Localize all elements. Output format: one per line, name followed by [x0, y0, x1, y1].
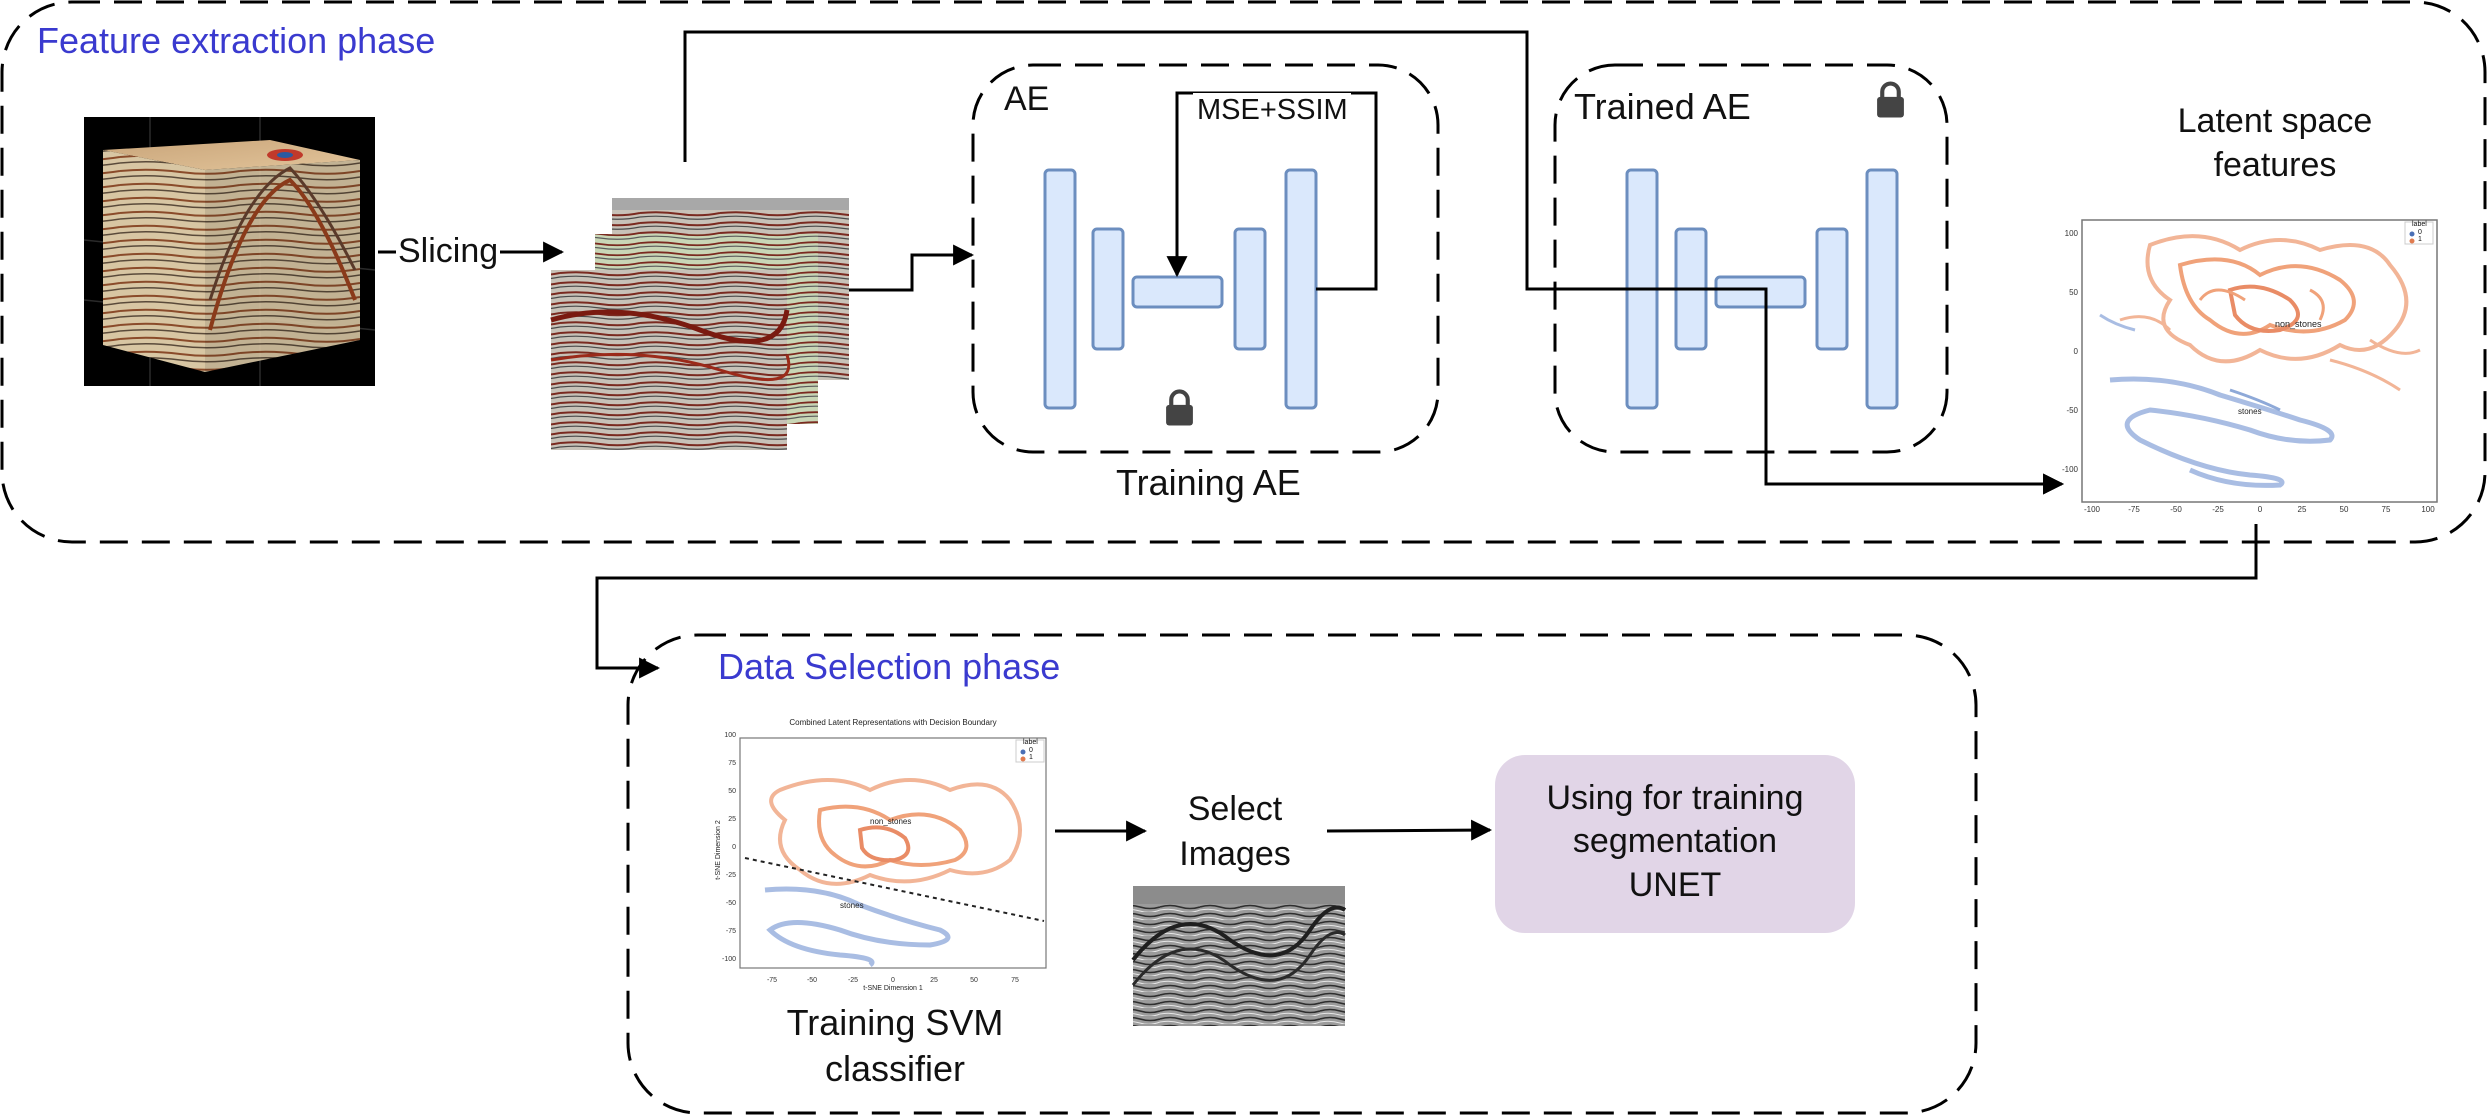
latent-y-tick: 100 — [2065, 229, 2079, 238]
svm-x-tick: -50 — [807, 977, 817, 984]
ae-label: AE — [1004, 80, 1050, 118]
select-images-label-line2: Images — [1179, 835, 1291, 873]
latent-x-tick: -25 — [2212, 505, 2224, 514]
svm-plot-xlabel: t-SNE Dimension 1 — [863, 985, 923, 992]
latent-x-tick: 75 — [2382, 505, 2391, 514]
latent-x-tick: -100 — [2084, 505, 2101, 514]
svm-cluster-label-stones: stones — [840, 901, 864, 910]
latent-legend-item: 1 — [2418, 236, 2422, 243]
unet-box — [1495, 755, 1855, 933]
ae-training-box — [971, 63, 1440, 454]
latent-legend-item: 0 — [2418, 229, 2422, 236]
unet-label-line3: UNET — [1628, 866, 1722, 904]
svm-y-tick: 0 — [732, 844, 736, 851]
slices-to-ae-arrow — [849, 244, 975, 292]
svm-plot: Combined Latent Representations with Dec… — [715, 718, 1048, 992]
svm-legend-title: label — [1023, 739, 1038, 746]
trained-ae-network — [1625, 168, 1899, 410]
loss-label: MSE+SSIM — [1197, 94, 1348, 126]
latent-x-tick: 0 — [2258, 505, 2263, 514]
svm-y-tick: 50 — [728, 788, 736, 795]
svm-y-tick: 75 — [728, 760, 736, 767]
svm-legend-item: 1 — [1029, 754, 1033, 761]
latent-x-tick: 100 — [2421, 505, 2435, 514]
ae-network — [1043, 168, 1318, 410]
svm-x-tick: 25 — [930, 977, 938, 984]
latent-y-tick: 50 — [2069, 288, 2078, 297]
trained-ae-label: Trained AE — [1574, 86, 1751, 127]
latent-cluster-label-stones: stones — [2238, 407, 2262, 416]
latent-space-label-line1: Latent space — [2177, 102, 2373, 140]
ae-lock-icon — [1166, 392, 1193, 426]
svm-x-tick: -25 — [848, 977, 858, 984]
latent-y-tick: -100 — [2062, 465, 2079, 474]
latent-legend-title: label — [2412, 221, 2427, 228]
svm-label-line1: Training SVM — [786, 1002, 1004, 1043]
latent-y-tick: 0 — [2074, 347, 2079, 356]
svm-label-line2: classifier — [824, 1048, 966, 1089]
svm-x-tick: 0 — [891, 977, 895, 984]
trained-ae-lock-icon — [1877, 84, 1904, 118]
latent-to-svm-connector — [595, 524, 2258, 679]
select-images-label-line1: Select — [1187, 790, 1283, 828]
svm-plot-title: Combined Latent Representations with Dec… — [789, 718, 996, 727]
slices-to-trained-ae-connector — [683, 30, 2065, 495]
latent-x-tick: -50 — [2170, 505, 2182, 514]
svm-y-tick: -50 — [726, 900, 736, 907]
svm-cluster-label-nonstones: non_stones — [870, 817, 911, 826]
latent-x-tick: 25 — [2298, 505, 2307, 514]
loss-feedback-arrow — [1166, 91, 1378, 291]
select-to-unet-arrow — [1326, 819, 1493, 841]
svm-y-tick: -100 — [722, 956, 736, 963]
svm-x-tick: -75 — [767, 977, 777, 984]
data-selection-phase-title: Data Selection phase — [718, 646, 1061, 687]
unet-label-line2: segmentation — [1572, 822, 1778, 860]
trained-ae-box — [1553, 63, 1949, 454]
seismic-selected-image — [1131, 886, 1347, 1026]
latent-x-tick: 50 — [2340, 505, 2349, 514]
latent-cluster-label-nonstones: non_stones — [2275, 319, 2322, 329]
training-ae-label: Training AE — [1116, 462, 1301, 503]
seismic-cube-image — [83, 117, 376, 386]
svm-x-tick: 75 — [1011, 977, 1019, 984]
svm-y-tick: 25 — [728, 816, 736, 823]
feature-extraction-phase-title: Feature extraction phase — [37, 20, 436, 61]
svm-legend-item: 0 — [1029, 747, 1033, 754]
svm-x-tick: 50 — [970, 977, 978, 984]
unet-label-line1: Using for training — [1546, 779, 1804, 817]
svm-y-tick: -25 — [726, 872, 736, 879]
slicing-label: Slicing — [398, 232, 499, 270]
svm-y-tick: -75 — [726, 928, 736, 935]
latent-space-plot: non_stones stones 100 50 0 -50 -100 -100… — [2062, 219, 2438, 514]
latent-y-tick: -50 — [2066, 406, 2078, 415]
seismic-slices-image — [550, 198, 849, 450]
latent-space-label-line2: features — [2213, 146, 2337, 184]
feature-extraction-phase-box — [0, 0, 2487, 544]
latent-x-tick: -75 — [2128, 505, 2140, 514]
svm-plot-ylabel: t-SNE Dimension 2 — [715, 820, 722, 880]
svm-y-tick: 100 — [724, 732, 736, 739]
data-selection-phase-box — [626, 633, 1978, 1115]
